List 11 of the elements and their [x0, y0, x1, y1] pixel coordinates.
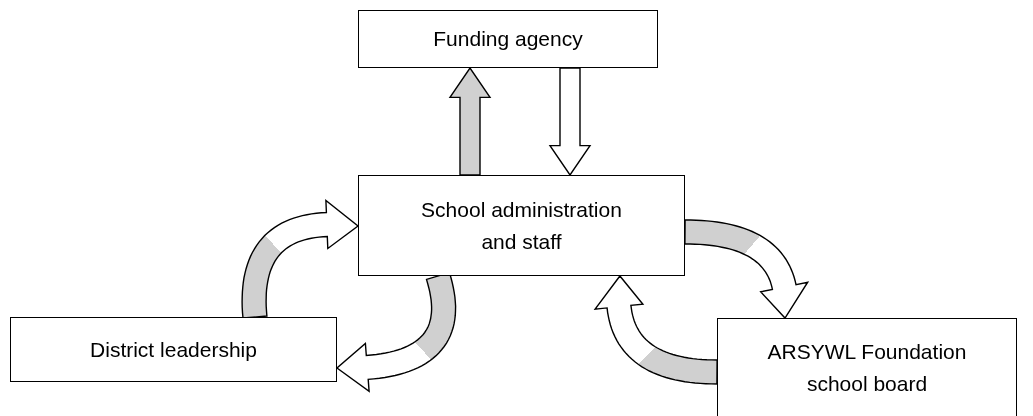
- box-label: School administration and staff: [420, 197, 623, 255]
- block-arrow: [548, 67, 592, 177]
- block-arrow: [241, 199, 360, 319]
- box-label: Funding agency: [433, 26, 583, 53]
- box-label: ARSYWL Foundation school board: [766, 339, 968, 397]
- process-box: [358, 10, 658, 68]
- block-arrow: [448, 66, 492, 176]
- box-label: District leadership: [90, 336, 257, 363]
- process-box: [358, 175, 685, 276]
- process-box: [717, 318, 1017, 416]
- process-box: [10, 317, 337, 382]
